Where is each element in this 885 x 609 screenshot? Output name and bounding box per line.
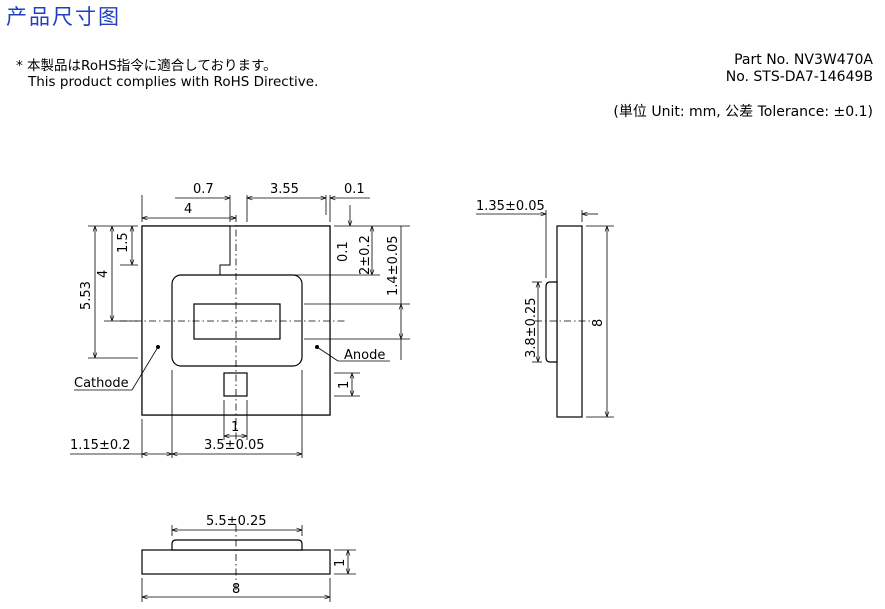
dim-1-4: 1.4±0.05 xyxy=(386,235,401,296)
cathode-notch xyxy=(219,226,231,275)
dim-0-1-top: 0.1 xyxy=(344,182,365,197)
dim-5-5: 5.5±0.25 xyxy=(206,514,267,529)
center-pad xyxy=(223,372,248,397)
bottom-view: 5.5±0.25 8 1 xyxy=(141,514,356,602)
dim-5-53: 5.53 xyxy=(79,281,94,310)
dim-4-vertical: 4 xyxy=(96,270,111,278)
label-cathode: Cathode xyxy=(74,376,129,391)
rohs-note-ja: * 本製品はRoHS指令に適合しております。 xyxy=(16,58,277,74)
dim-8-bottom: 8 xyxy=(232,582,240,597)
dim-1-15: 1.15±0.2 xyxy=(70,438,131,453)
rohs-note-en: This product complies with RoHS Directiv… xyxy=(28,74,319,90)
dim-1-bottom: 1 xyxy=(333,559,348,567)
dim-1-horizontal: 1 xyxy=(231,420,239,435)
part-info: Part No. NV3W470A No. STS-DA7-14649B xyxy=(726,52,873,86)
dim-4-horizontal: 4 xyxy=(184,202,192,217)
rohs-note: * 本製品はRoHS指令に適合しております。 This product comp… xyxy=(16,58,318,90)
dim-1-35: 1.35±0.05 xyxy=(476,199,545,214)
dim-1-5: 1.5 xyxy=(116,232,131,253)
side-view-body xyxy=(556,225,583,418)
dim-3-55: 3.55 xyxy=(270,182,299,197)
part-number: Part No. NV3W470A xyxy=(734,52,873,68)
dim-0-7: 0.7 xyxy=(193,182,214,197)
bottom-view-lens xyxy=(171,539,303,551)
dim-0-1-right: 0.1 xyxy=(336,241,351,262)
units-tolerance: (単位 Unit: mm, 公差 Tolerance: ±0.1) xyxy=(613,104,873,120)
side-view: 1.35±0.05 3.8±0.25 8 xyxy=(476,199,614,418)
dim-3-5: 3.5±0.05 xyxy=(204,438,265,453)
dim-3-8: 3.8±0.25 xyxy=(524,297,539,358)
side-view-lens xyxy=(545,281,558,363)
emitter-area xyxy=(193,303,281,340)
dim-1-vertical: 1 xyxy=(337,381,352,389)
document-number: No. STS-DA7-14649B xyxy=(725,69,873,85)
label-anode: Anode xyxy=(344,348,385,363)
dim-2-0-2: 2±0.2 xyxy=(358,235,373,275)
dim-8-side: 8 xyxy=(591,319,606,327)
drawing-title: 产品尺寸图 xyxy=(6,5,121,29)
top-view: 0.7 3.55 0.1 4 1.5 4 5.53 0.1 2±0.2 1.4±… xyxy=(70,182,410,458)
